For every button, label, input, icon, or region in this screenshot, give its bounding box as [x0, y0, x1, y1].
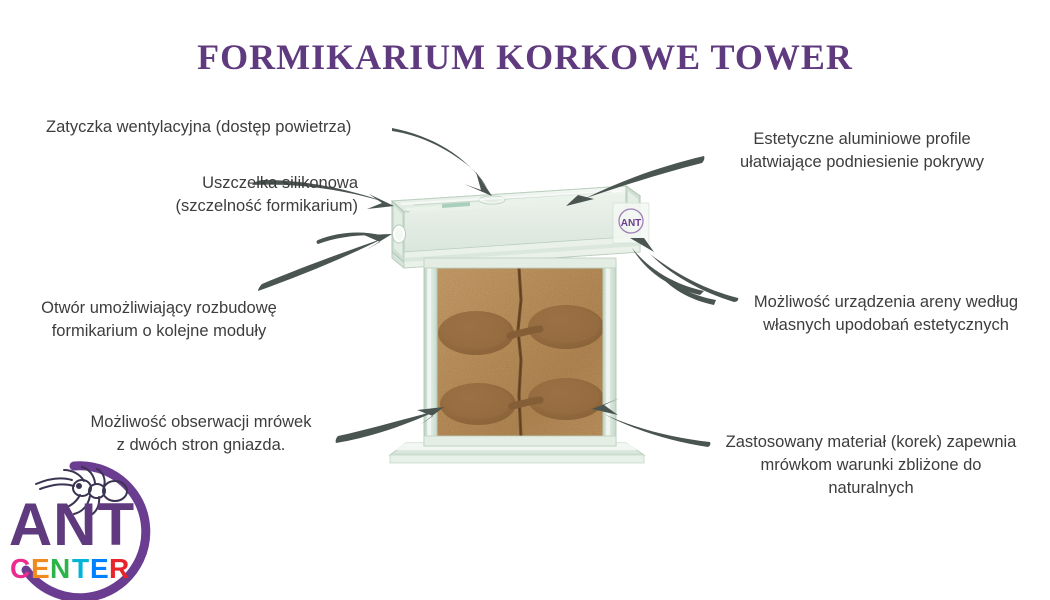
arrow-seal — [252, 180, 394, 209]
logo-letter-t: T — [72, 553, 89, 584]
arrow-aluminium — [566, 156, 705, 206]
callout-hole: Otwór umożliwiający rozbudowę formikariu… — [41, 299, 277, 340]
product-expansion-hole — [392, 224, 406, 244]
callout-observe: Możliwość obserwacji mrówek z dwóch stro… — [90, 413, 312, 454]
product-silicone-seal — [442, 202, 470, 208]
logo-letter-c1: C — [10, 553, 30, 584]
page-title: FORMIKARIUM KORKOWE TOWER — [197, 37, 853, 77]
product-nest-housing — [423, 261, 617, 447]
arrow-arena-branch — [632, 248, 704, 295]
logo-letter-e2: E — [90, 553, 109, 584]
logo-brand-top: ANT — [9, 491, 135, 558]
arrow-observe — [335, 407, 444, 443]
arrow-arena — [630, 238, 739, 302]
logo-letter-n: N — [50, 553, 70, 584]
product-sticker-label: ANT — [621, 218, 642, 229]
arrow-hole-secondary — [316, 232, 384, 244]
callout-aluminium: Estetyczne aluminiowe profile ułatwiając… — [740, 130, 984, 171]
product-ant-sticker: ANT — [612, 202, 650, 244]
callout-vent: Zatyczka wentylacyjna (dostęp powietrza) — [46, 118, 352, 136]
arrow-hole — [258, 234, 392, 291]
cork-nest-slab — [437, 268, 603, 438]
logo-letter-r: R — [109, 553, 129, 584]
logo-brand-bottom: C E N T E R — [10, 553, 129, 584]
callout-seal: Uszczelka silikonowa (szczelność formika… — [175, 174, 358, 215]
arrow-vent — [392, 128, 492, 196]
arrow-cork — [592, 398, 711, 447]
callout-arena: Możliwość urządzenia areny według własny… — [753, 293, 1019, 334]
arrow-sticker — [656, 270, 716, 305]
product-neck-joint — [423, 257, 617, 269]
logo-ring — [21, 461, 151, 600]
callout-cork: Zastosowany materiał (korek) zapewnia mr… — [725, 433, 1017, 497]
logo-letter-e1: E — [31, 553, 50, 584]
logo-ant-icon — [35, 466, 128, 517]
